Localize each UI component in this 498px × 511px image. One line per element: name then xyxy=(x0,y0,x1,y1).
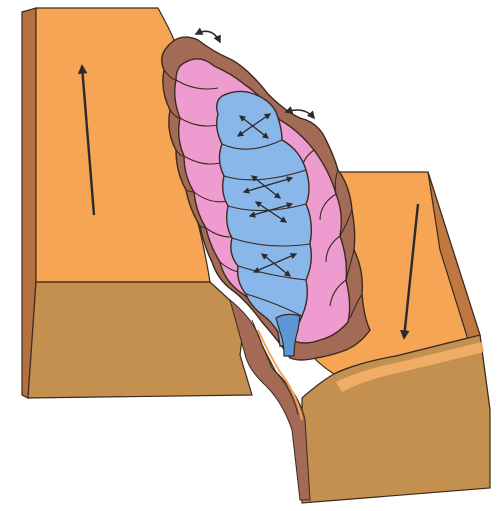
left-block-front-face xyxy=(28,282,252,398)
